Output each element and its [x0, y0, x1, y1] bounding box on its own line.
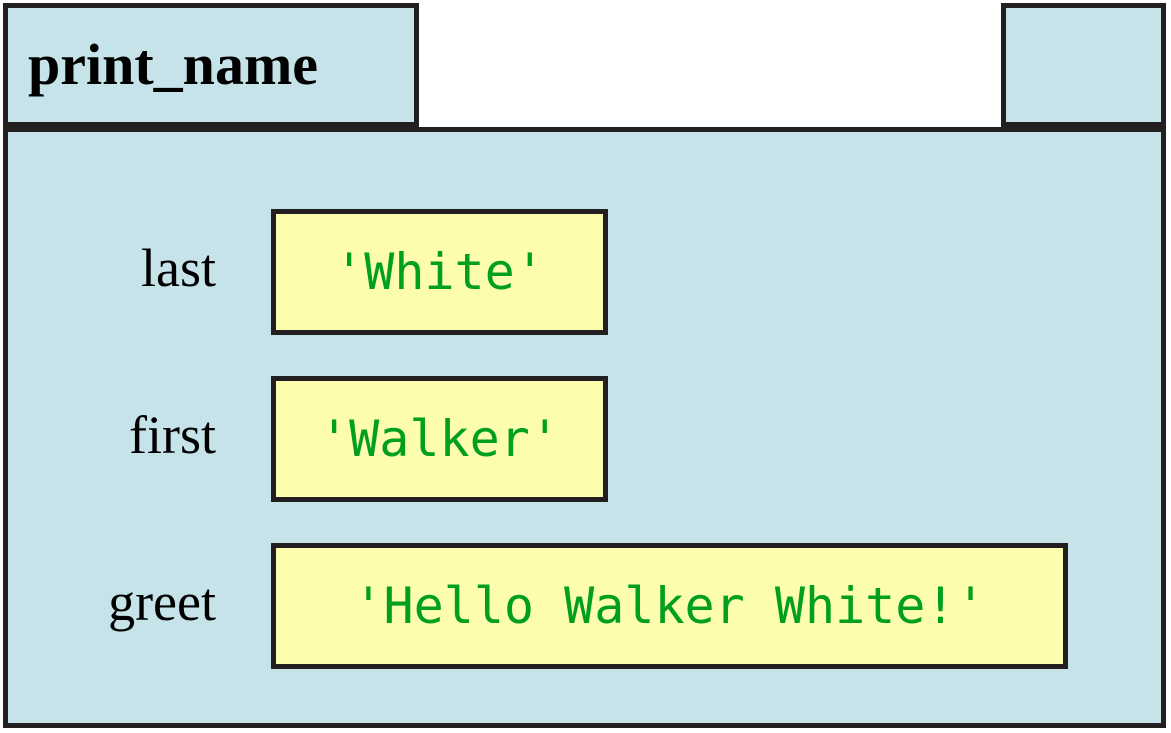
variable-name-greet: greet — [108, 572, 216, 632]
variable-row: greet 'Hello Walker White!' — [0, 543, 1163, 669]
frame-name-label: print_name — [28, 32, 318, 97]
variable-value-box-last: 'White' — [271, 209, 608, 335]
frame-return-cell — [1001, 3, 1166, 127]
frame-return-label — [1006, 4, 1026, 69]
variable-value-box-first: 'Walker' — [271, 376, 608, 502]
variable-row: last 'White' — [0, 209, 1163, 335]
variable-name-first: first — [129, 405, 216, 465]
frame-header: print_name — [3, 3, 1166, 132]
variable-value-first: 'Walker' — [319, 410, 560, 468]
variable-value-greet: 'Hello Walker White!' — [353, 577, 986, 635]
variable-name-last: last — [141, 238, 216, 298]
variable-value-box-greet: 'Hello Walker White!' — [271, 543, 1068, 669]
variable-row: first 'Walker' — [0, 376, 1163, 502]
variable-value-last: 'White' — [334, 243, 545, 301]
frame-name-cell: print_name — [3, 3, 419, 127]
